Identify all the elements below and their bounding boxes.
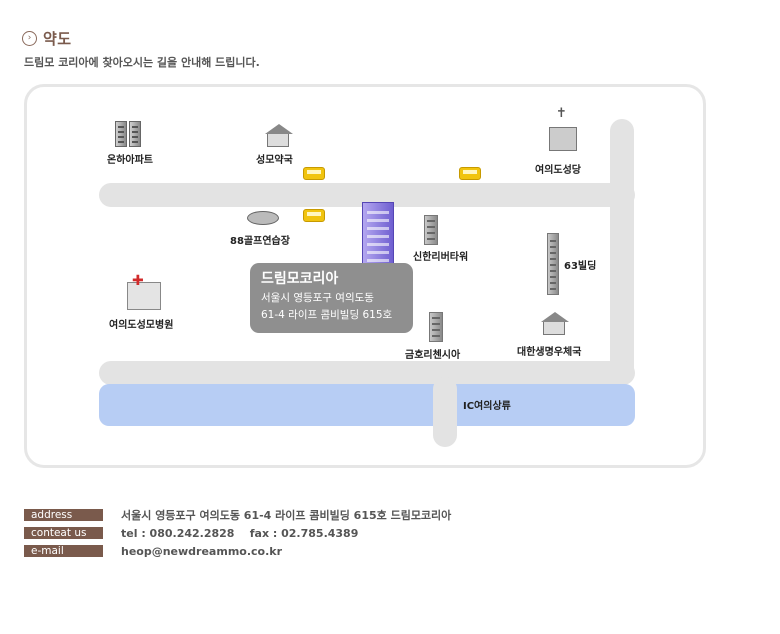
- apartment-icon: [115, 121, 127, 147]
- chevron-right-circle-icon: ›: [22, 31, 37, 46]
- bus-icon: [303, 167, 325, 180]
- label-shinhan: 신한리버타워: [413, 252, 469, 263]
- golf-range-icon: [247, 211, 279, 225]
- callout-address-line2: 61-4 라이프 콤비빌딩 615호: [261, 309, 393, 321]
- address-value: 서울시 영등포구 여의도동 61-4 라이프 콤비빌딩 615호 드림모코리아: [121, 509, 452, 522]
- title-row: › 약도: [22, 28, 260, 49]
- kumho-tower-icon: [429, 312, 443, 342]
- label-ic: IC여의상류: [463, 401, 511, 412]
- callout-address-line1: 서울시 영등포구 여의도동: [261, 292, 374, 304]
- label-insurance: 대한생명우체국: [517, 347, 582, 358]
- bus-icon: [303, 209, 325, 222]
- email-link[interactable]: heop@newdreammo.co.kr: [121, 544, 283, 558]
- label-golf: 88골프연습장: [230, 236, 290, 247]
- building-63-icon: [547, 233, 559, 295]
- road-right: [610, 119, 634, 385]
- hospital-icon: [127, 273, 161, 310]
- post-office-icon: [541, 312, 569, 335]
- page-title: 약도: [43, 30, 72, 48]
- contact-row: conteat us tel : 080.242.2828 fax : 02.7…: [24, 524, 451, 542]
- apartment-icon: [129, 121, 141, 147]
- label-kumho: 금호리첸시아: [405, 350, 461, 361]
- company-callout: 드림모코리아 서울시 영등포구 여의도동 61-4 라이프 콤비빌딩 615호: [250, 263, 413, 333]
- contact-value: tel : 080.242.2828 fax : 02.785.4389: [121, 526, 359, 540]
- callout-company-name: 드림모코리아: [261, 271, 339, 287]
- email-label: e-mail: [24, 545, 103, 557]
- label-apartment: 온하아파트: [107, 155, 153, 166]
- label-pharmacy: 성모약국: [256, 155, 293, 166]
- email-row: e-mail heop@newdreammo.co.kr: [24, 542, 451, 560]
- shinhan-tower-icon: [424, 215, 438, 245]
- bus-icon: [459, 167, 481, 180]
- address-row: address 서울시 영등포구 여의도동 61-4 라이프 콤비빌딩 615호…: [24, 506, 451, 524]
- address-label: address: [24, 509, 103, 521]
- contact-info: address 서울시 영등포구 여의도동 61-4 라이프 콤비빌딩 615호…: [24, 506, 451, 560]
- label-63-building: 63빌딩: [564, 261, 597, 272]
- page-header: › 약도 드림모 코리아에 찾아오시는 길을 안내해 드립니다.: [22, 28, 260, 70]
- road-ic: [433, 377, 457, 447]
- pharmacy-icon: [265, 124, 293, 147]
- road-bottom: [99, 361, 635, 385]
- location-map: 온하아파트 성모약국 여의도성당 88골프연습장 신한리버타워 63빌딩 여의도…: [24, 84, 706, 468]
- han-river: [99, 384, 635, 426]
- page-subtitle: 드림모 코리아에 찾아오시는 길을 안내해 드립니다.: [24, 56, 260, 69]
- contact-label: conteat us: [24, 527, 103, 539]
- church-icon: [549, 106, 577, 151]
- label-cathedral: 여의도성당: [535, 165, 581, 176]
- label-hospital: 여의도성모병원: [109, 320, 174, 331]
